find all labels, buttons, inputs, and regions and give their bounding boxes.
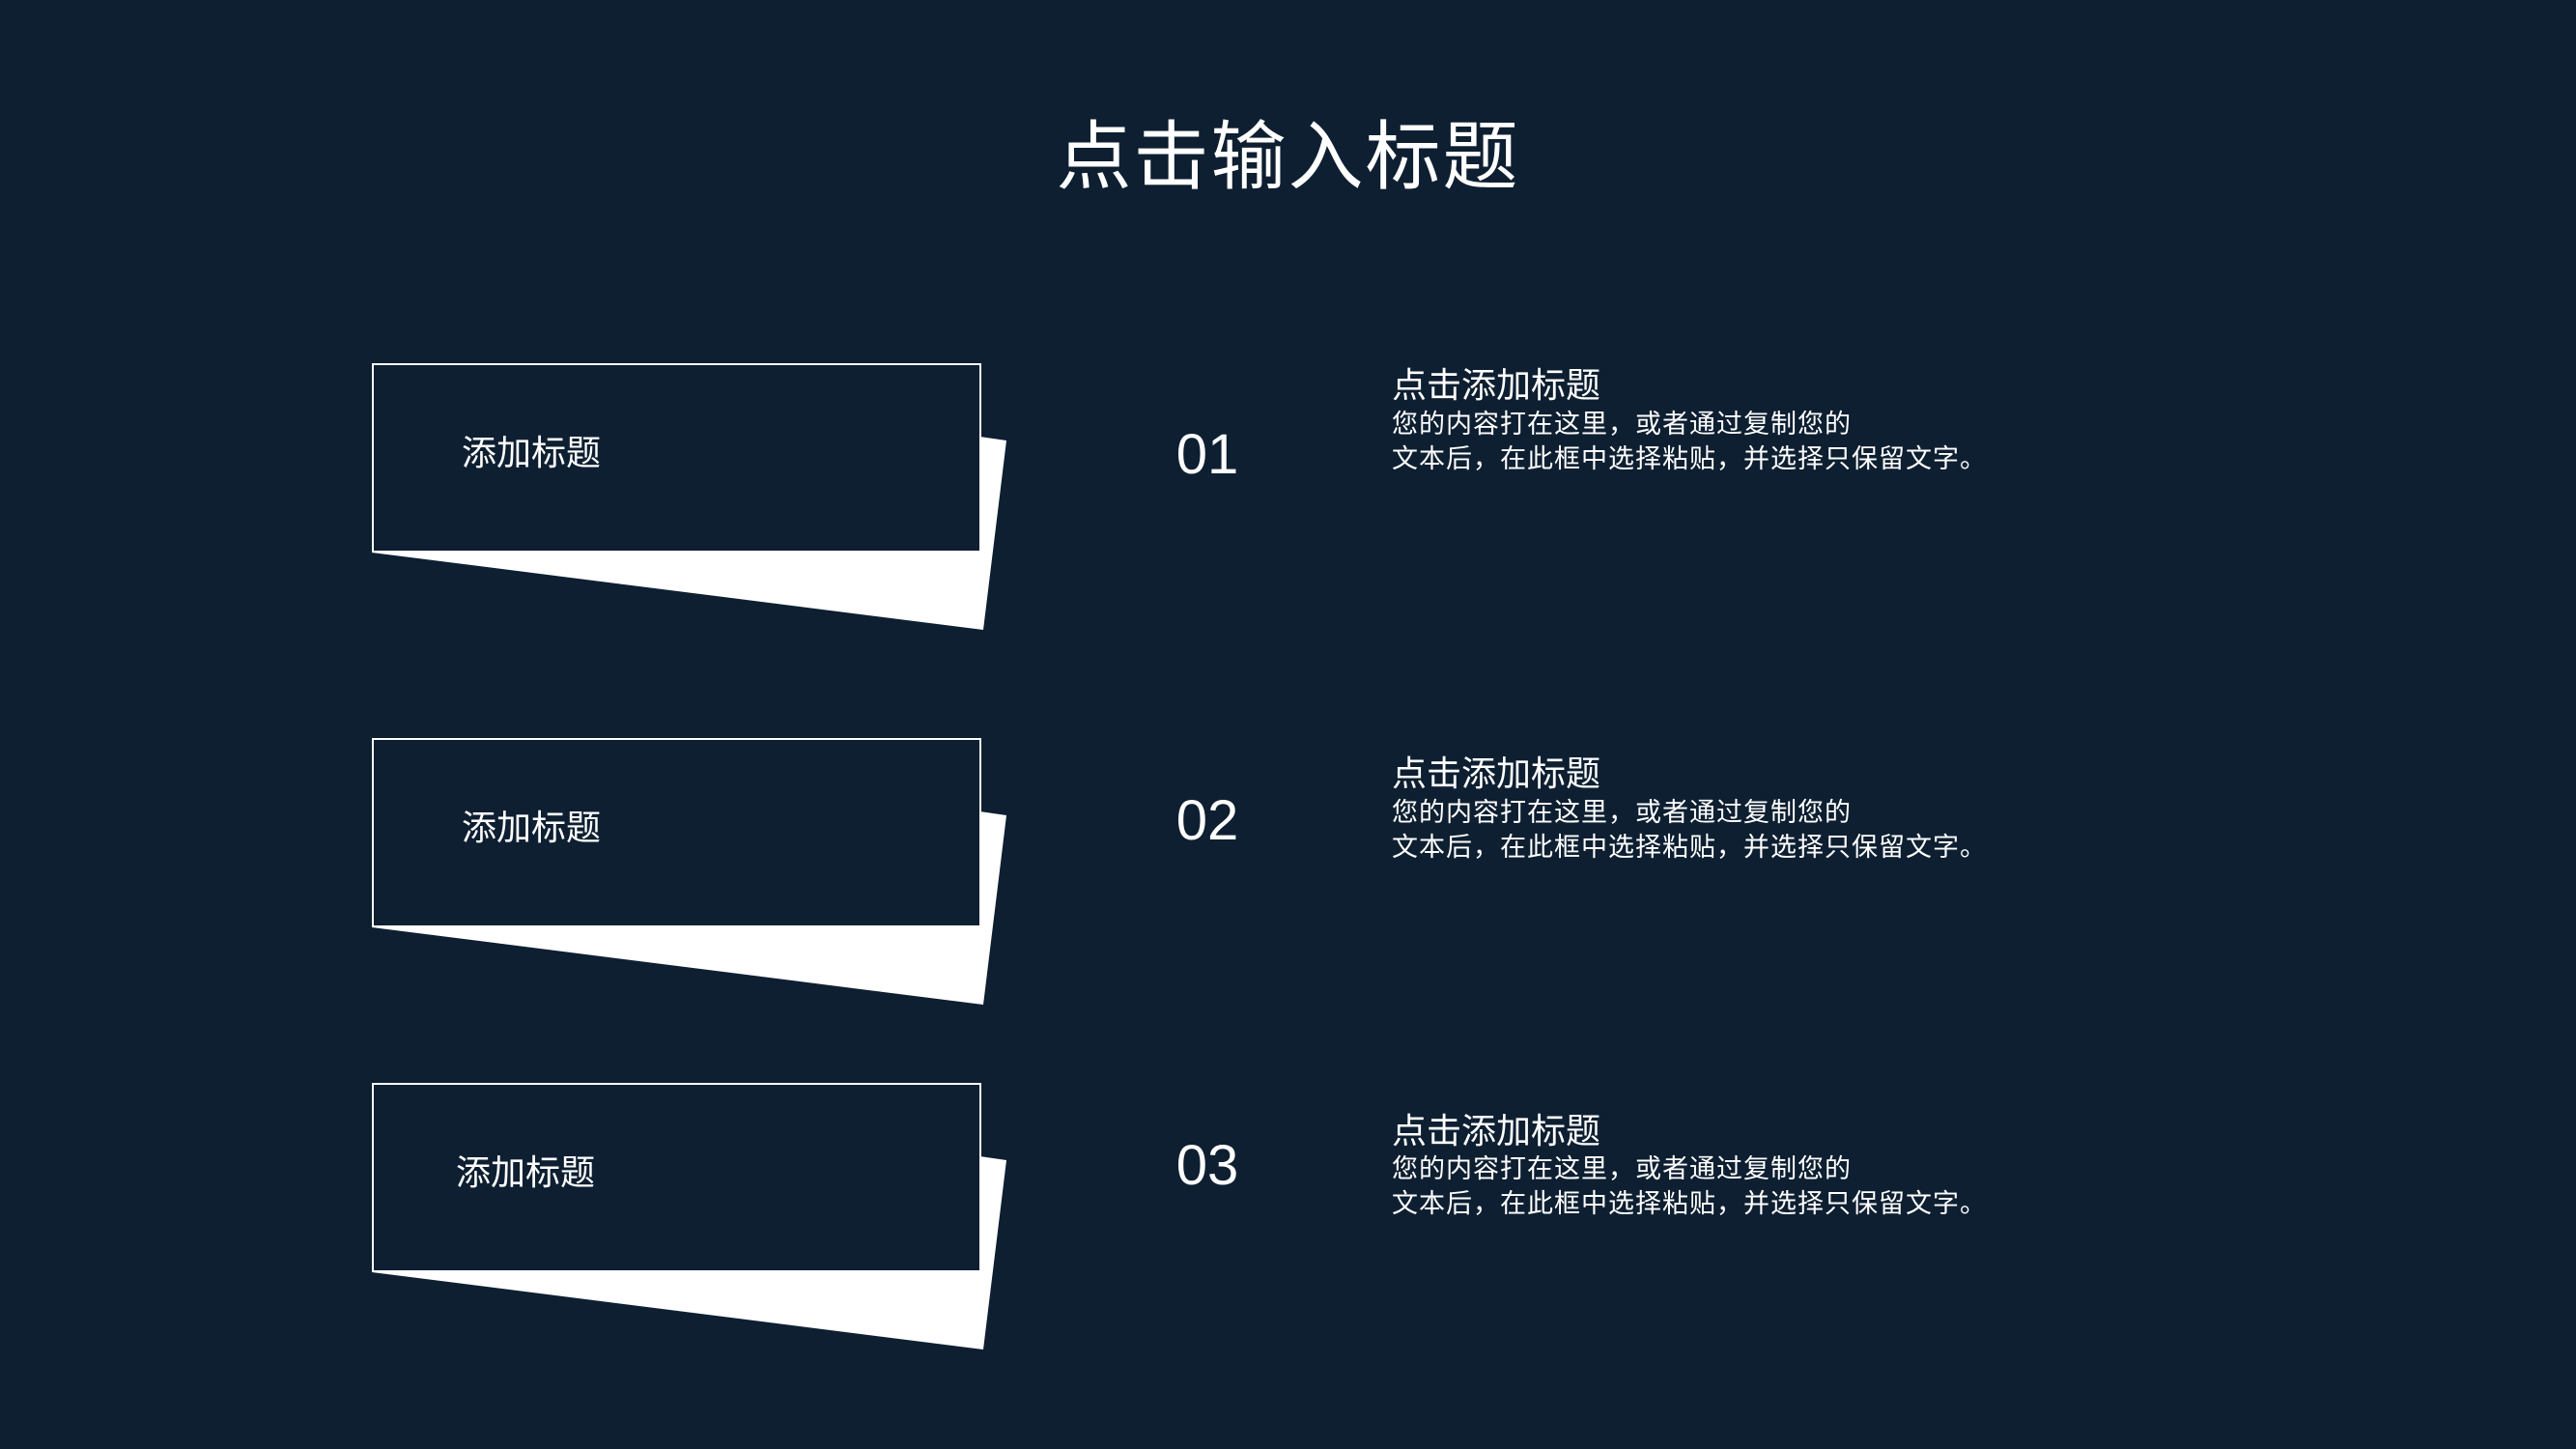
item-heading-3[interactable]: 点击添加标题 <box>1392 1112 1601 1151</box>
item-description-2[interactable]: 您的内容打在这里，或者通过复制您的 文本后，在此框中选择粘贴，并选择只保留文字。 <box>1392 796 1987 866</box>
item-number-3: 03 <box>1175 1134 1239 1197</box>
list-item-1: 添加标题 01 点击添加标题 您的内容打在这里，或者通过复制您的 文本后，在此框… <box>0 363 2576 672</box>
item-description-2-line-1: 您的内容打在这里，或者通过复制您的 <box>1392 798 1852 828</box>
card-label-2[interactable]: 添加标题 <box>462 809 602 848</box>
title-card-1[interactable] <box>372 363 981 553</box>
item-description-3[interactable]: 您的内容打在这里，或者通过复制您的 文本后，在此框中选择粘贴，并选择只保留文字。 <box>1392 1152 1987 1222</box>
item-description-3-line-2: 文本后，在此框中选择粘贴，并选择只保留文字。 <box>1392 1189 1987 1219</box>
card-shadow-1 <box>372 437 1006 630</box>
card-shadow-3 <box>372 1156 1006 1350</box>
card-shadow-2 <box>372 811 1006 1005</box>
card-label-1[interactable]: 添加标题 <box>462 434 602 473</box>
page-title[interactable]: 点击输入标题 <box>1056 114 1520 201</box>
item-description-1-line-1: 您的内容打在这里，或者通过复制您的 <box>1392 410 1852 440</box>
card-label-3[interactable]: 添加标题 <box>456 1153 596 1193</box>
item-heading-2[interactable]: 点击添加标题 <box>1392 754 1601 794</box>
item-description-2-line-2: 文本后，在此框中选择粘贴，并选择只保留文字。 <box>1392 833 1987 863</box>
item-description-1[interactable]: 您的内容打在这里，或者通过复制您的 文本后，在此框中选择粘贴，并选择只保留文字。 <box>1392 408 1987 477</box>
item-description-3-line-1: 您的内容打在这里，或者通过复制您的 <box>1392 1154 1852 1184</box>
title-card-2[interactable] <box>372 738 981 927</box>
item-number-1: 01 <box>1175 423 1239 486</box>
list-item-3: 添加标题 03 点击添加标题 您的内容打在这里，或者通过复制您的 文本后，在此框… <box>0 1083 2576 1392</box>
item-description-1-line-2: 文本后，在此框中选择粘贴，并选择只保留文字。 <box>1392 444 1987 474</box>
item-number-2: 02 <box>1175 789 1239 852</box>
list-item-2: 添加标题 02 点击添加标题 您的内容打在这里，或者通过复制您的 文本后，在此框… <box>0 738 2576 1047</box>
title-card-3[interactable] <box>372 1083 981 1272</box>
item-heading-1[interactable]: 点击添加标题 <box>1392 366 1601 406</box>
